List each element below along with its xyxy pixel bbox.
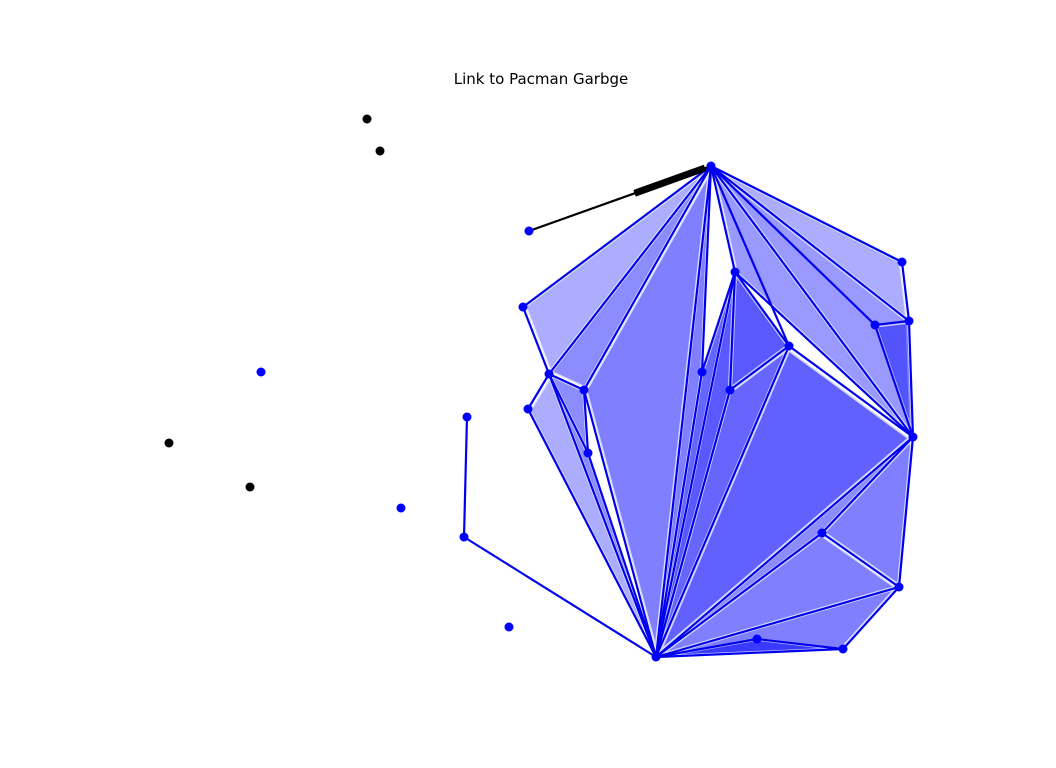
edge-28 [709,164,904,264]
edge-22 [654,344,791,659]
edge-33 [654,435,915,659]
blue-node-9 [579,385,589,395]
edge-39 [841,585,901,651]
blue-node-11 [651,652,661,662]
edge-16 [709,164,737,274]
blue-node-7 [523,404,533,414]
figure-title: Link to Pacman Garbge [454,70,628,88]
edge-10 [582,388,658,659]
edge-32 [907,319,915,439]
edge-40 [654,647,845,659]
edge-5 [547,372,586,392]
blue-node-19 [897,257,907,267]
blue-node-20 [908,432,918,442]
edge-18 [728,270,737,392]
blue-node-5 [459,532,469,542]
edge-15 [700,270,737,374]
blue-node-6 [518,302,528,312]
edge-21 [733,270,791,348]
edge-23 [787,344,915,439]
edge-36 [820,531,901,589]
edge-14 [654,370,704,659]
blue-node-12 [706,161,716,171]
edge-6 [582,164,713,392]
edge-31 [873,323,915,439]
blue-node-23 [838,644,848,654]
triangle-8 [658,348,911,654]
edge-26 [709,164,877,327]
edge-38 [654,585,901,659]
edge-37 [654,531,824,659]
blue-node-1 [256,367,266,377]
blue-node-8 [544,369,554,379]
blue-node-4 [462,412,472,422]
edge-41 [654,637,759,659]
edge-45 [709,164,791,348]
edge-3 [526,407,658,659]
blue-node-21 [817,528,827,538]
edge-12 [654,164,713,659]
blue-node-10 [583,448,593,458]
black-node-0 [362,114,372,124]
black-link-layer [528,164,712,233]
node-layer [164,114,918,662]
edge-1 [521,305,551,376]
blue-node-13 [730,267,740,277]
edge-4 [547,164,713,376]
blue-node-3 [504,622,514,632]
black-link-thick-segment [633,164,707,197]
edge-44 [462,415,469,539]
edge-0 [521,164,713,309]
edge-20 [728,344,791,392]
black-node-1 [375,146,385,156]
edge-7 [582,388,590,455]
edge-13 [700,164,713,374]
edge-43 [462,535,658,659]
blue-node-18 [904,316,914,326]
blue-node-14 [697,367,707,377]
blue-node-2 [396,503,406,513]
edge-24 [733,270,915,439]
edge-42 [755,637,845,651]
edge-29 [900,260,911,323]
edge-layer [462,164,915,659]
black-node-2 [164,438,174,448]
edge-25 [709,164,915,439]
blue-node-17 [870,320,880,330]
edge-27 [709,164,911,323]
triangle-fill-layer [523,167,915,659]
blue-node-15 [725,385,735,395]
blue-node-22 [894,582,904,592]
edge-8 [586,451,658,659]
edge-34 [897,435,915,589]
edge-9 [547,372,658,659]
edge-30 [873,319,911,327]
edge-11 [547,372,590,455]
edge-17 [654,270,737,659]
black-node-3 [245,482,255,492]
blue-node-24 [752,634,762,644]
edge-19 [654,388,732,659]
blue-node-0 [524,226,534,236]
blue-node-16 [784,341,794,351]
edge-2 [526,372,551,411]
edge-35 [820,435,915,535]
